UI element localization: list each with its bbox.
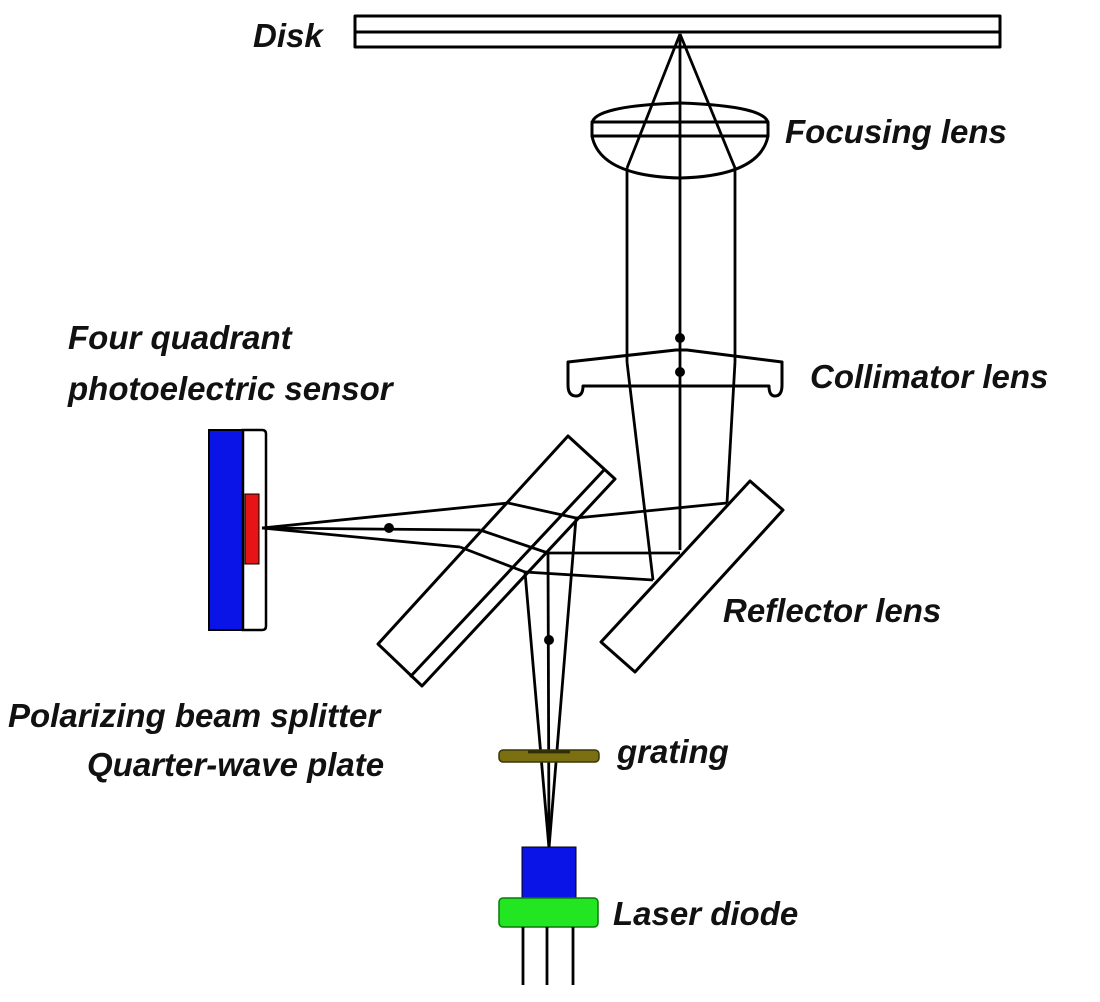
disk-label: Disk — [253, 17, 324, 54]
grating-label: grating — [616, 733, 729, 770]
reflector-lens-label: Reflector lens — [723, 592, 941, 629]
focal-point — [544, 635, 554, 645]
light-rays — [261, 33, 737, 849]
collimator-lens-label: Collimator lens — [810, 358, 1048, 395]
focal-point — [675, 367, 685, 377]
disk — [353, 14, 1002, 49]
sensor-label-line2: photoelectric sensor — [67, 370, 395, 407]
laser-chip — [521, 846, 577, 900]
sensor-label-line1: Four quadrant — [68, 319, 294, 356]
focal-point — [675, 333, 685, 343]
laser-diode — [498, 846, 599, 985]
sensor-body — [208, 429, 244, 631]
four-quadrant-sensor — [208, 428, 268, 632]
collimator-lens — [566, 348, 784, 398]
focusing-lens-label: Focusing lens — [785, 113, 1007, 150]
quarter-wave-plate — [409, 468, 606, 678]
laser-base — [498, 897, 599, 928]
sensor-active-area — [244, 493, 260, 565]
quarter-wave-plate-label: Quarter-wave plate — [87, 746, 384, 783]
reflector-lens — [599, 479, 785, 674]
beam-splitter-label: Polarizing beam splitter — [8, 697, 382, 734]
polarizing-beam-splitter — [376, 434, 617, 688]
grating — [498, 749, 600, 763]
laser-diode-label: Laser diode — [613, 895, 798, 932]
focal-point — [384, 523, 394, 533]
